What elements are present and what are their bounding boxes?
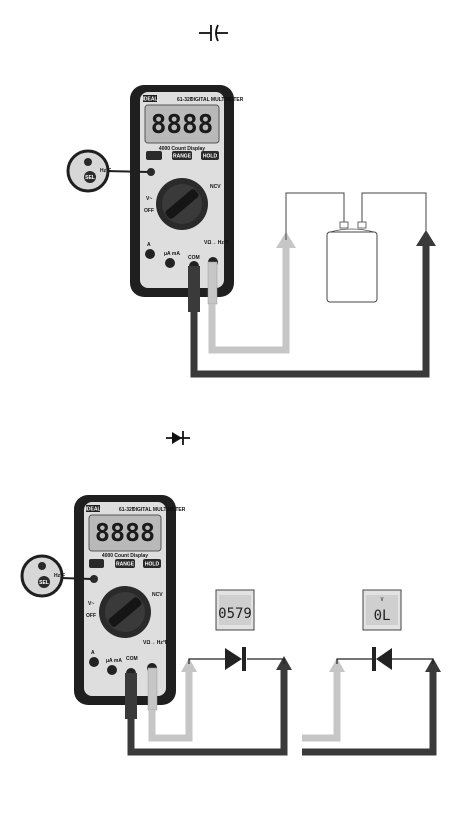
reverse-readout-value: 0L [374,608,391,624]
meter-title: DIGITAL MULTIMETER [190,97,244,103]
ma-jack[interactable] [107,665,117,675]
magnifier-ohm-label: Hz°F [54,573,65,579]
meter-lcd-digits: 8888 [95,518,155,547]
gray-plug [148,668,157,710]
magnifier-ohm-label: Hz°F [100,168,111,174]
meter-brand: IDEAL [143,97,158,103]
ma-jack[interactable] [165,258,175,268]
meter-brand: IDEAL [86,507,101,513]
ma-jack-label: μA mA [164,251,180,257]
range-button-label: RANGE [116,562,135,568]
reverse-diode [337,647,433,671]
reverse-readout: V 0L [363,590,401,630]
reverse-readout-indicator: V [380,597,383,603]
gray-plug [208,262,217,304]
meter-count-label: 4000 Count Display [102,553,148,559]
select-button-label: SEL [39,580,49,586]
off-label: OFF [144,208,154,214]
forward-diode [189,647,284,671]
vac-label: V~ [146,196,152,202]
off-label: OFF [86,613,96,619]
meter-title: DIGITAL MULTIMETER [132,507,186,513]
left-button[interactable] [89,559,104,568]
com-jack-label: COM [126,656,138,662]
multimeter-2: IDEAL 61-327 DIGITAL MULTIMETER 8888 400… [74,495,186,719]
range-button-label: RANGE [173,154,192,160]
meter-lcd-digits: 8888 [151,110,214,140]
select-button-small[interactable] [147,168,155,176]
gray-test-lead-reverse [302,668,337,738]
hold-button-label: HOLD [145,562,160,568]
a-jack-label: A [147,242,151,248]
multimeter-1: IDEAL 61-327 DIGITAL MULTIMETER 8888 400… [130,85,244,312]
vohm-jack-label: VΩ→ Hz°F [204,240,229,246]
capacitor-component [286,193,426,302]
black-plug [125,673,137,719]
capacitor-symbol-icon [199,25,228,41]
forward-readout: 0579 [216,590,254,630]
a-jack-label: A [91,650,95,656]
diode-section: IDEAL 61-327 DIGITAL MULTIMETER 8888 400… [22,431,441,752]
a-jack[interactable] [89,657,99,667]
left-button[interactable] [146,151,162,160]
ma-jack-label: μA mA [106,658,122,664]
black-plug [188,266,200,312]
ncv-label: NCV [210,184,221,190]
capacitor-can [327,232,377,302]
vohm-jack-label: VΩ→ Hz°F [143,640,168,646]
capacitance-section: IDEAL 61-327 DIGITAL MULTIMETER 8888 400… [68,25,436,374]
diode-symbol-icon [166,431,190,445]
a-jack[interactable] [145,249,155,259]
com-jack-label: COM [188,255,200,261]
vac-label: V~ [88,601,94,607]
ncv-label: NCV [152,592,163,598]
select-button-label: SEL [85,175,95,181]
hold-button-label: HOLD [203,154,218,160]
forward-readout-value: 0579 [218,606,252,622]
